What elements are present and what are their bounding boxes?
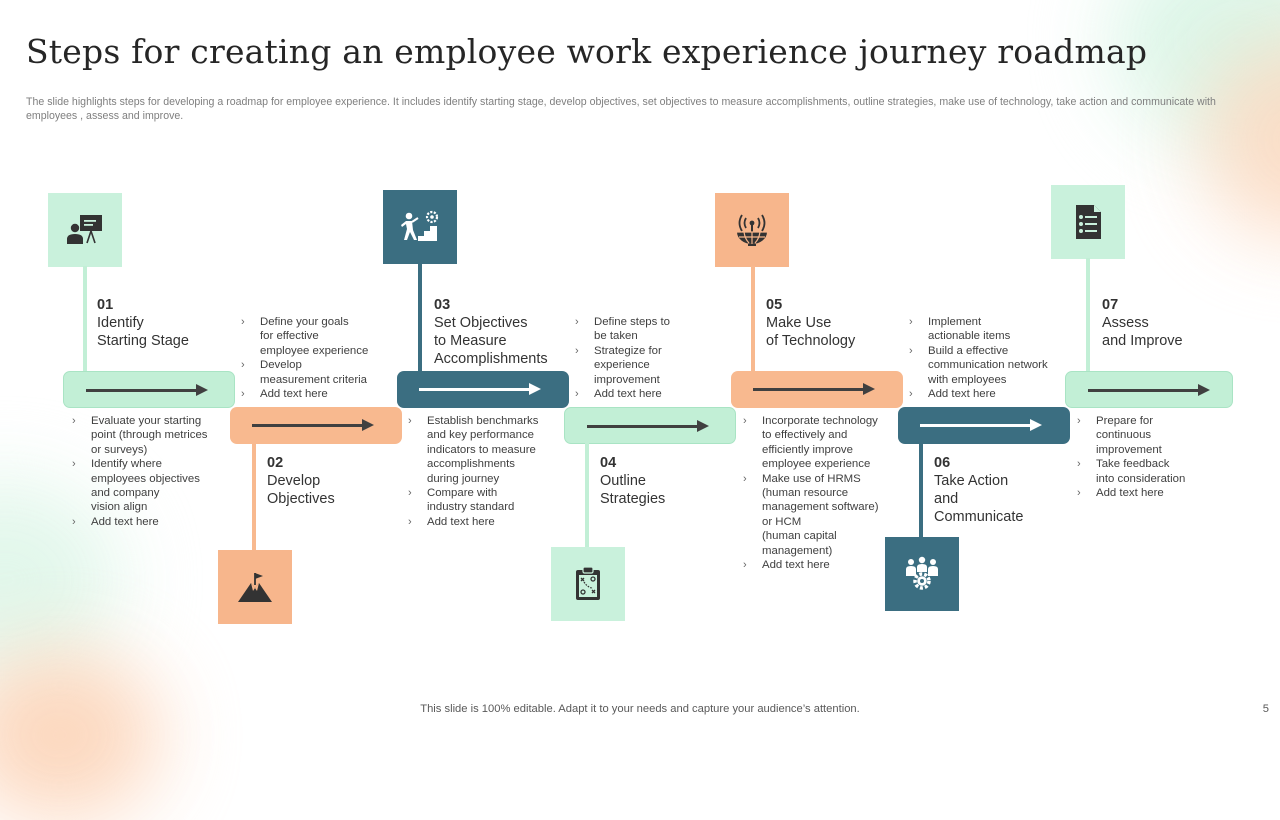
step-01-label: 01 Identify Starting Stage bbox=[97, 296, 247, 350]
step-02-label: 02 Develop Objectives bbox=[267, 454, 417, 508]
team-gear-icon bbox=[906, 556, 938, 590]
document-checklist-icon bbox=[1076, 205, 1101, 239]
step-06-label: 06 Take Action and Communicate bbox=[934, 454, 1084, 526]
step-01-icon-box bbox=[48, 193, 122, 267]
arrow-right-icon bbox=[86, 384, 208, 396]
step-06-band bbox=[898, 407, 1070, 444]
list-item: Add text here bbox=[71, 515, 231, 530]
arrow-right-icon bbox=[419, 383, 541, 395]
step-03-number: 03 bbox=[434, 297, 451, 313]
step-04-stem bbox=[585, 442, 589, 548]
step-02-number: 02 bbox=[267, 455, 284, 471]
step-07-stem bbox=[1086, 258, 1090, 374]
step-04-bullets: Define steps to be taken Strategize for … bbox=[574, 315, 734, 402]
step-06-title: Take Action and Communicate bbox=[934, 473, 1024, 525]
step-03-bullets: Establish benchmarks and key performance… bbox=[407, 414, 567, 530]
clipboard-strategy-icon bbox=[576, 566, 600, 600]
step-02-bullets: Define your goals for effective employee… bbox=[240, 315, 400, 402]
arrow-right-icon bbox=[753, 383, 875, 395]
step-04-band bbox=[564, 407, 736, 444]
step-04-title: Outline Strategies bbox=[600, 473, 666, 507]
list-item: Develop measurement criteria bbox=[240, 358, 400, 387]
list-item: Establish benchmarks and key performance… bbox=[407, 414, 567, 486]
step-07-number: 07 bbox=[1102, 297, 1119, 313]
presentation-icon bbox=[67, 215, 102, 244]
slide-title: Steps for creating an employee work expe… bbox=[26, 32, 1148, 71]
climbing-steps-icon bbox=[401, 210, 439, 241]
step-05-icon-box bbox=[715, 193, 789, 267]
list-item: Add text here bbox=[240, 387, 400, 402]
page-number: 5 bbox=[1262, 703, 1269, 715]
list-item: Add text here bbox=[742, 558, 907, 573]
step-07-title: Assess and Improve bbox=[1102, 315, 1183, 349]
step-05-title: Make Use of Technology bbox=[766, 315, 856, 349]
step-07-label: 07 Assess and Improve bbox=[1102, 296, 1252, 350]
list-item: Prepare for continuous improvement bbox=[1076, 414, 1226, 457]
step-03-label: 03 Set Objectives to Measure Accomplishm… bbox=[434, 296, 584, 368]
list-item: Strategize for experience improvement bbox=[574, 344, 734, 387]
list-item: Add text here bbox=[1076, 486, 1226, 501]
step-07-icon-box bbox=[1051, 185, 1125, 259]
step-05-bullets: Incorporate technology to effectively an… bbox=[742, 414, 907, 573]
list-item: Define your goals for effective employee… bbox=[240, 315, 400, 358]
step-01-title: Identify Starting Stage bbox=[97, 315, 189, 349]
list-item: Add text here bbox=[407, 515, 567, 530]
list-item: Make use of HRMS (human resource managem… bbox=[742, 472, 907, 558]
step-03-stem bbox=[418, 263, 422, 374]
step-07-bullets: Prepare for continuous improvement Take … bbox=[1076, 414, 1226, 501]
step-05-stem bbox=[751, 266, 755, 374]
arrow-right-icon bbox=[1088, 384, 1210, 396]
step-04-label: 04 Outline Strategies bbox=[600, 454, 750, 508]
step-02-band bbox=[230, 407, 402, 444]
step-03-icon-box bbox=[383, 190, 457, 264]
step-06-icon-box bbox=[885, 537, 959, 611]
step-05-band bbox=[731, 371, 903, 408]
step-02-icon-box bbox=[218, 550, 292, 624]
list-item: Implement actionable items bbox=[908, 315, 1073, 344]
step-05-number: 05 bbox=[766, 297, 783, 313]
step-06-number: 06 bbox=[934, 455, 951, 471]
arrow-right-icon bbox=[587, 420, 709, 432]
step-04-number: 04 bbox=[600, 455, 617, 471]
list-item: Build a effective communication network … bbox=[908, 344, 1073, 387]
step-01-number: 01 bbox=[97, 297, 114, 313]
slide-subtitle: The slide highlights steps for developin… bbox=[26, 96, 1216, 122]
antenna-globe-icon bbox=[737, 214, 767, 246]
arrow-right-icon bbox=[920, 419, 1042, 431]
list-item: Compare with industry standard bbox=[407, 486, 567, 515]
step-01-stem bbox=[83, 266, 87, 374]
step-07-band bbox=[1065, 371, 1233, 408]
mountain-flag-icon bbox=[238, 573, 272, 602]
arrow-right-icon bbox=[252, 419, 374, 431]
list-item: Add text here bbox=[574, 387, 734, 402]
list-item: Add text here bbox=[908, 387, 1073, 402]
list-item: Identify where employees objectives and … bbox=[71, 457, 231, 515]
step-02-title: Develop Objectives bbox=[267, 473, 335, 507]
list-item: Take feedback into consideration bbox=[1076, 457, 1226, 486]
list-item: Evaluate your starting point (through me… bbox=[71, 414, 231, 457]
step-02-stem bbox=[252, 440, 256, 552]
list-item: Incorporate technology to effectively an… bbox=[742, 414, 907, 472]
footer-note: This slide is 100% editable. Adapt it to… bbox=[420, 703, 860, 715]
step-01-bullets: Evaluate your starting point (through me… bbox=[71, 414, 231, 530]
step-06-bullets: Implement actionable items Build a effec… bbox=[908, 315, 1073, 402]
step-03-title: Set Objectives to Measure Accomplishment… bbox=[434, 315, 548, 367]
list-item: Define steps to be taken bbox=[574, 315, 734, 344]
step-05-label: 05 Make Use of Technology bbox=[766, 296, 916, 350]
step-01-band bbox=[63, 371, 235, 408]
step-04-icon-box bbox=[551, 547, 625, 621]
step-06-stem bbox=[919, 442, 923, 539]
step-03-band bbox=[397, 371, 569, 408]
